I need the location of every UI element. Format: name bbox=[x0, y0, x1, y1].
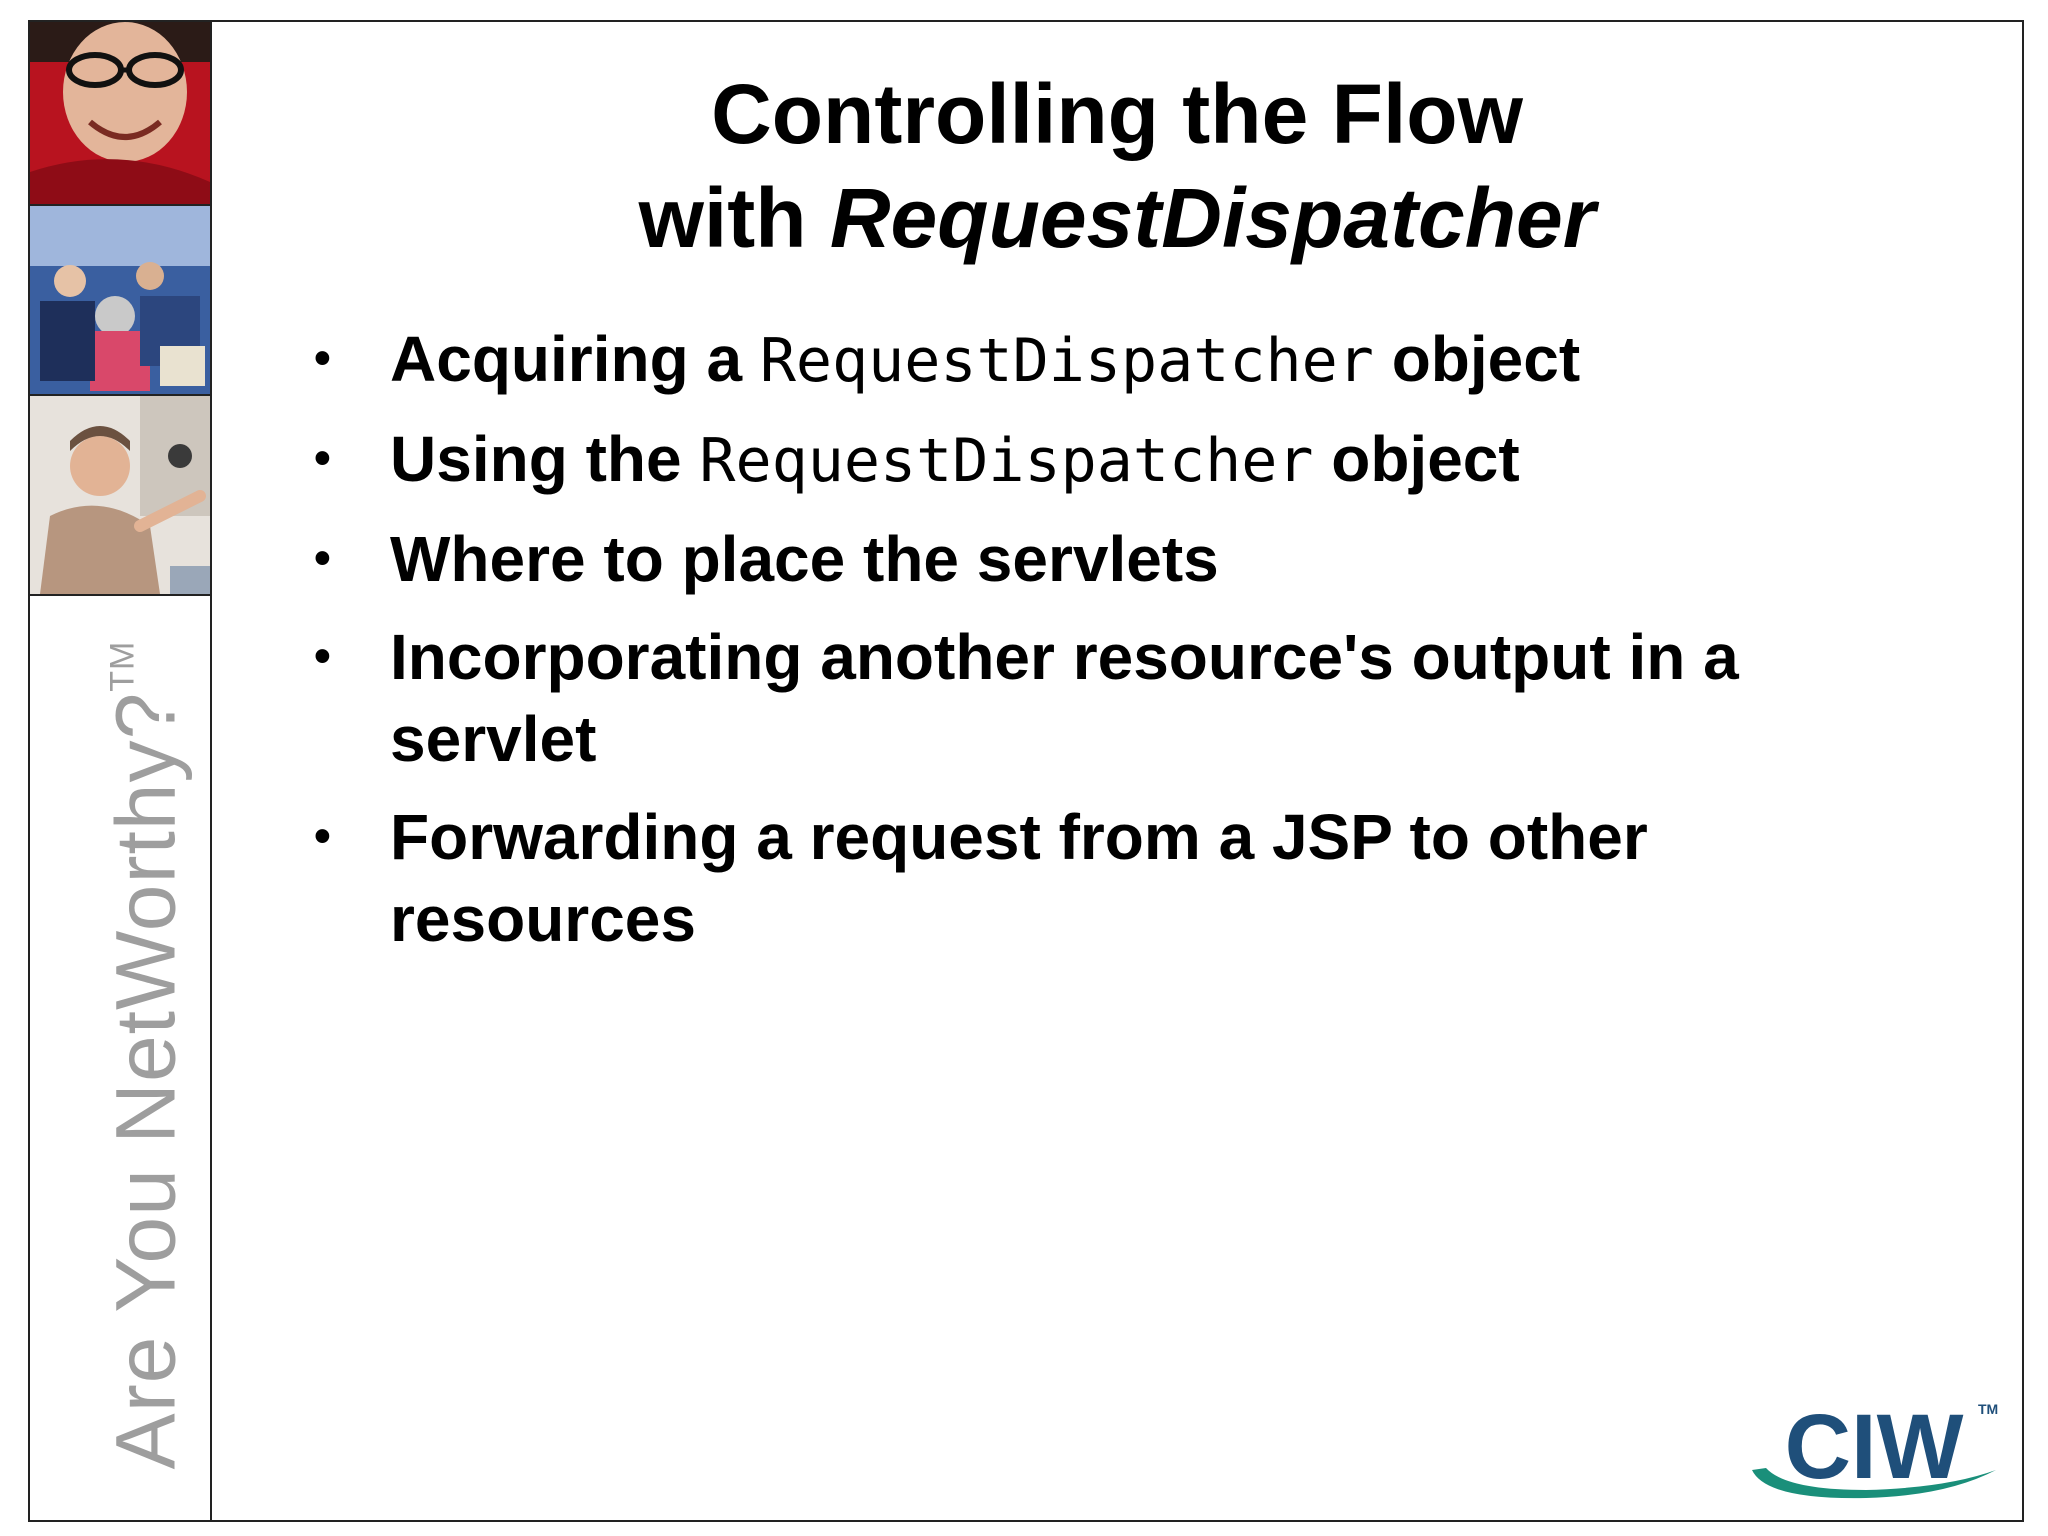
title-line-1: Controlling the Flow bbox=[711, 67, 1523, 161]
photo-classroom bbox=[30, 206, 210, 396]
bullet-dot: • bbox=[314, 432, 331, 485]
ciw-logo-mark: TM bbox=[1978, 1401, 1998, 1417]
bullet-dot: • bbox=[314, 810, 331, 863]
trademark-mark: TM bbox=[103, 640, 142, 692]
title-line-2-prefix: with bbox=[638, 171, 807, 265]
bullet-text: Using the bbox=[390, 423, 700, 495]
bullet-item: • Using the RequestDispatcher object bbox=[300, 418, 1860, 502]
title-line-2-emphasis: RequestDispatcher bbox=[829, 171, 1596, 265]
ciw-logo-graphic: CIW TM bbox=[1752, 1396, 1998, 1499]
bullet-text: Where to place the servlets bbox=[390, 523, 1219, 595]
bullet-text-end: object bbox=[1373, 323, 1581, 395]
bullet-item: • Acquiring a RequestDispatcher object bbox=[300, 318, 1860, 402]
bullet-list: • Acquiring a RequestDispatcher object • U… bbox=[300, 318, 1860, 976]
bullet-item: • Forwarding a request from a JSP to othe… bbox=[300, 796, 1860, 960]
photo-man-smiling bbox=[30, 22, 210, 206]
bullet-dot: • bbox=[314, 332, 331, 385]
tagline: Are You NetWorthy?TM bbox=[98, 641, 195, 1470]
photo-woman-pointing bbox=[30, 396, 210, 596]
sidebar: Are You NetWorthy?TM bbox=[28, 20, 212, 1522]
slide-title: Controlling the Flow with RequestDispatc… bbox=[212, 62, 2022, 270]
bullet-code: RequestDispatcher bbox=[699, 426, 1314, 496]
bullet-text: Incorporating another resource's output … bbox=[390, 621, 1739, 775]
bullet-item: • Where to place the servlets bbox=[300, 518, 1860, 600]
title-line-2: with RequestDispatcher bbox=[212, 166, 2022, 270]
bullet-item: • Incorporating another resource's output… bbox=[300, 616, 1860, 780]
bullet-dot: • bbox=[314, 630, 331, 683]
tagline-text: Are You NetWorthy? bbox=[98, 691, 193, 1470]
tagline-area: Are You NetWorthy?TM bbox=[28, 615, 212, 1495]
bullet-text-end: object bbox=[1313, 423, 1520, 495]
bullet-dot: • bbox=[314, 532, 331, 585]
bullet-text: Acquiring a bbox=[390, 323, 760, 395]
ciw-logo: CIW TM bbox=[1746, 1390, 2002, 1506]
bullet-code: RequestDispatcher bbox=[759, 326, 1374, 396]
ciw-logo-text: CIW bbox=[1785, 1396, 1964, 1498]
bullet-text: Forwarding a request from a JSP to other… bbox=[390, 801, 1648, 955]
slide-frame bbox=[28, 20, 2024, 1522]
